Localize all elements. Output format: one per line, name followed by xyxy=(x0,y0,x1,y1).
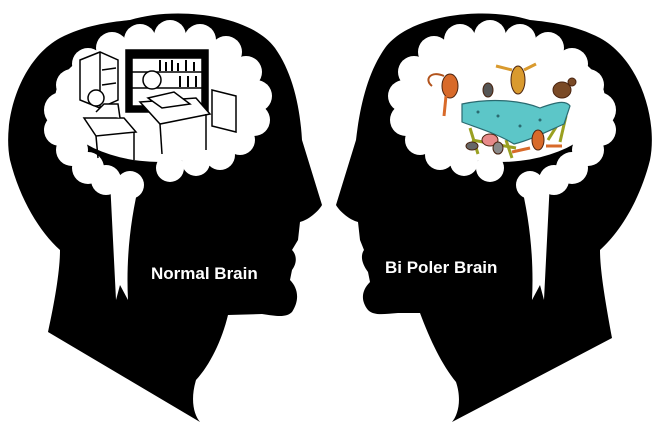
right-head-silhouette xyxy=(336,13,652,423)
left-head-silhouette xyxy=(8,13,323,423)
monkeys-bed-scene xyxy=(427,62,577,159)
bipolar-brain-label: Bi Poler Brain xyxy=(385,258,498,277)
library-scene xyxy=(79,49,237,160)
normal-brain-label: Normal Brain xyxy=(151,264,258,283)
